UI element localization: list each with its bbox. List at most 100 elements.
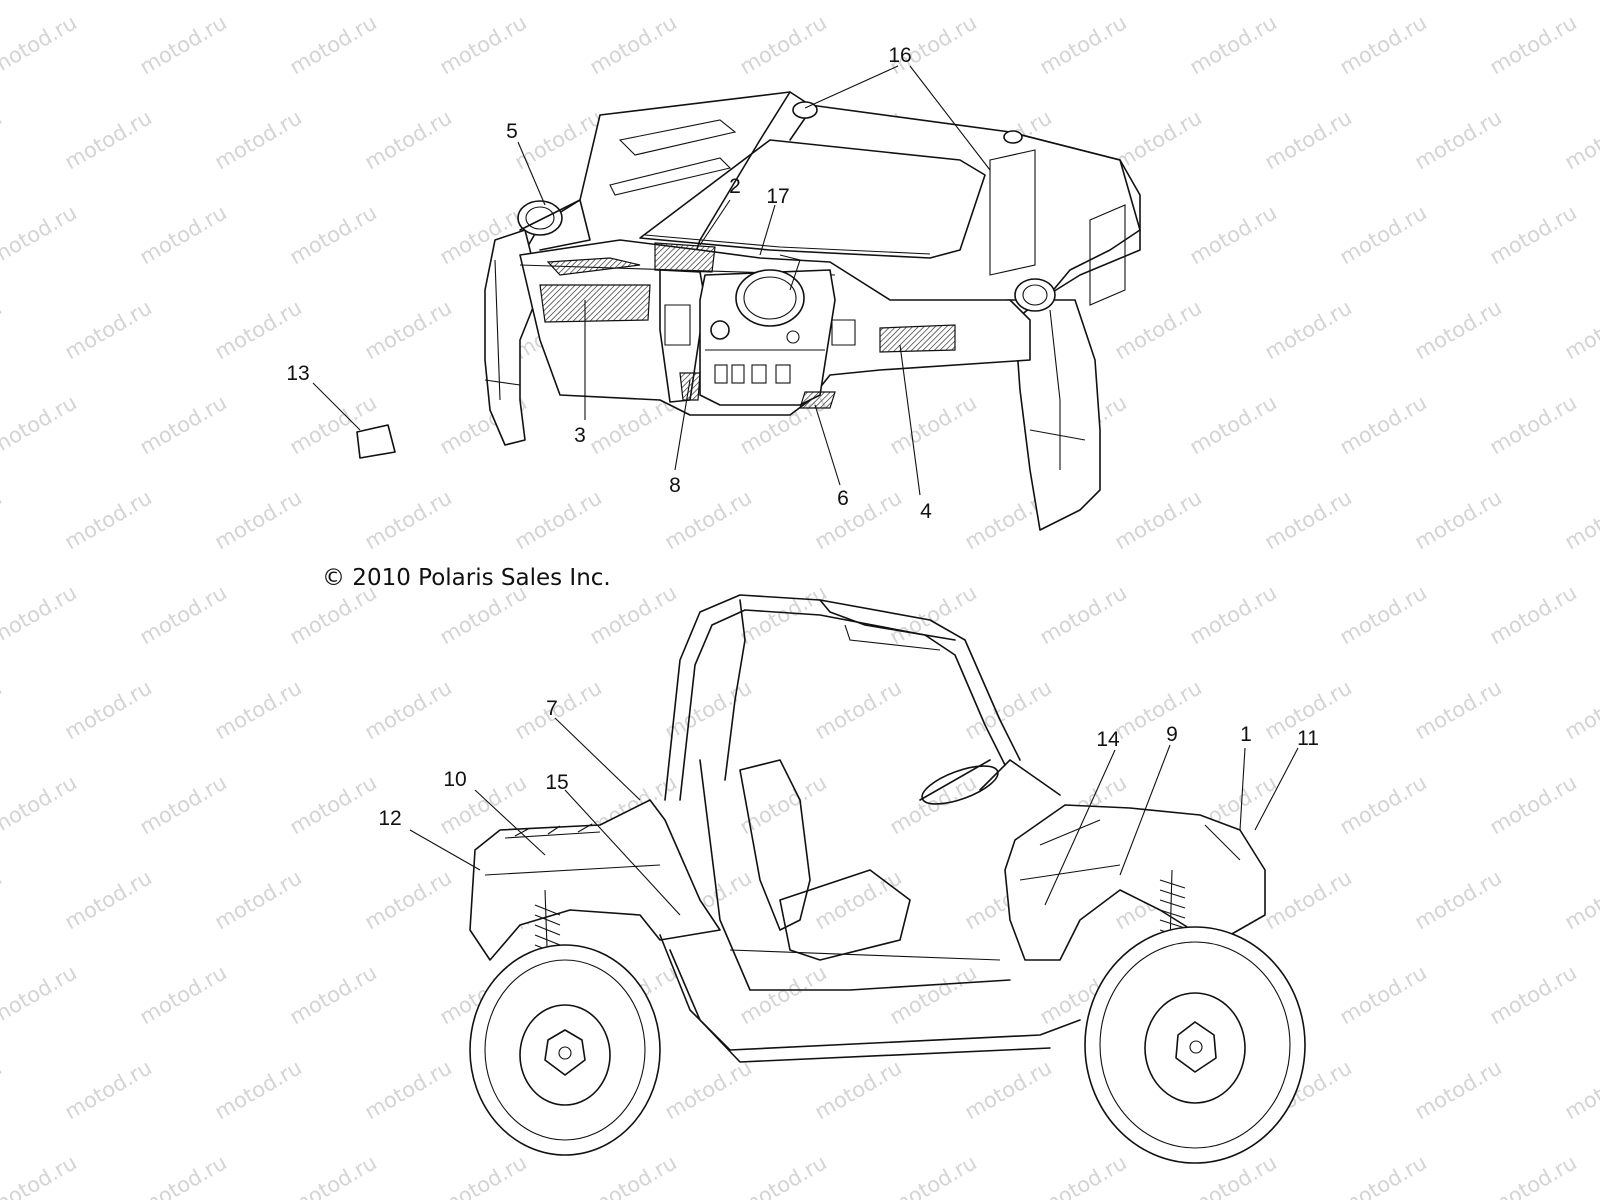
watermark-text: motod.ru (1261, 105, 1356, 174)
watermark-text: motod.ru (361, 105, 456, 174)
watermark-text: motod.ru (1411, 1055, 1506, 1124)
watermark-text: motod.ru (361, 485, 456, 554)
watermark-text: motod.ru (136, 770, 231, 839)
watermark-text: motod.ru (0, 675, 6, 744)
watermark-text: motod.ru (811, 675, 906, 744)
watermark-text: motod.ru (1336, 390, 1431, 459)
watermark-text: motod.ru (1186, 390, 1281, 459)
watermark-text: motod.ru (736, 770, 831, 839)
watermark-text: motod.ru (286, 10, 381, 79)
watermark-text: motod.ru (0, 390, 81, 459)
watermark-text: motod.ru (1561, 865, 1600, 934)
watermark-text: motod.ru (0, 580, 81, 649)
leader-lines (312, 65, 1299, 916)
watermark-text: motod.ru (211, 865, 306, 934)
watermark-text: motod.ru (961, 675, 1056, 744)
watermark-text: motod.ru (0, 865, 6, 934)
watermark-text: motod.ru (1486, 1150, 1581, 1200)
watermark-text: motod.ru (661, 1055, 756, 1124)
watermark-text: motod.ru (436, 1150, 531, 1200)
watermark-text: motod.ru (1486, 580, 1581, 649)
watermark-text: motod.ru (136, 390, 231, 459)
watermark-text: motod.ru (136, 200, 231, 269)
callout-8: 8 (669, 474, 681, 497)
watermark-text: motod.ru (211, 1055, 306, 1124)
watermark-text: motod.ru (286, 1150, 381, 1200)
watermark-text: motod.ru (1186, 10, 1281, 79)
watermark-text: motod.ru (0, 1055, 6, 1124)
callout-labels: 16 5 2 17 13 3 8 6 4 7 14 9 1 11 10 15 1… (286, 44, 1319, 830)
watermark-text: motod.ru (1336, 770, 1431, 839)
watermark-text: motod.ru (0, 485, 6, 554)
watermark-text: motod.ru (1336, 580, 1431, 649)
watermark-text: motod.ru (1486, 390, 1581, 459)
watermark-text: motod.ru (1561, 295, 1600, 364)
watermark-text: motod.ru (1411, 105, 1506, 174)
watermark-text: motod.ru (1411, 865, 1506, 934)
watermark-text: motod.ru (886, 1150, 981, 1200)
watermark-text: motod.ru (811, 1055, 906, 1124)
copyright-notice: © 2010 Polaris Sales Inc. (322, 565, 611, 591)
watermark-text: motod.ru (61, 675, 156, 744)
watermark-text: motod.ru (286, 200, 381, 269)
watermark-text: motod.ru (1036, 10, 1131, 79)
callout-12: 12 (378, 807, 401, 830)
watermark-text: motod.ru (1261, 485, 1356, 554)
watermark-text: motod.ru (211, 675, 306, 744)
watermark-text: motod.ru (1561, 1055, 1600, 1124)
watermark-text: motod.ru (211, 295, 306, 364)
dashboard-assembly (356, 91, 1141, 531)
watermark-text: motod.ru (886, 390, 981, 459)
watermark-text: motod.ru (1411, 485, 1506, 554)
callout-10: 10 (443, 768, 466, 791)
watermark-text: motod.ru (1186, 580, 1281, 649)
watermark-text: motod.ru (1486, 10, 1581, 79)
callout-4: 4 (920, 500, 932, 523)
watermark-text: motod.ru (0, 105, 6, 174)
watermark-text: motod.ru (0, 295, 6, 364)
watermark-text: motod.ru (811, 865, 906, 934)
watermark-text: motod.ru (736, 10, 831, 79)
watermark-text: motod.ru (811, 485, 906, 554)
watermark-text: motod.ru (0, 200, 81, 269)
watermark-text: motod.ru (1486, 200, 1581, 269)
watermark-text: motod.ru (1486, 960, 1581, 1029)
watermark-text: motod.ru (511, 485, 606, 554)
watermark-text: motod.ru (1336, 960, 1431, 1029)
watermark-text: motod.ru (1111, 295, 1206, 364)
callout-1: 1 (1240, 723, 1252, 746)
watermark-text: motod.ru (61, 105, 156, 174)
watermark-text: motod.ru (0, 1150, 81, 1200)
watermark-text: motod.ru (961, 1055, 1056, 1124)
watermark-text: motod.ru (586, 1150, 681, 1200)
watermark-text: motod.ru (1111, 105, 1206, 174)
watermark-text: motod.ru (511, 675, 606, 744)
callout-3: 3 (574, 424, 586, 447)
watermark-text: motod.ru (211, 105, 306, 174)
watermark-text: motod.ru (886, 770, 981, 839)
watermark-text: motod.ru (0, 960, 81, 1029)
watermark-text: motod.ru (136, 1150, 231, 1200)
callout-2: 2 (729, 175, 741, 198)
watermark-text: motod.ru (286, 960, 381, 1029)
watermark-text: motod.ru (1336, 1150, 1431, 1200)
watermark-text: motod.ru (136, 960, 231, 1029)
watermark-text: motod.ru (1336, 200, 1431, 269)
watermark-text: motod.ru (361, 295, 456, 364)
watermark-text: motod.ru (1561, 675, 1600, 744)
watermark-text: motod.ru (1261, 865, 1356, 934)
watermark-text: motod.ru (586, 10, 681, 79)
watermark-text: motod.ru (886, 960, 981, 1029)
callout-7: 7 (546, 697, 558, 720)
watermark-text: motod.ru (0, 770, 81, 839)
vehicle-side-view (469, 594, 1306, 1164)
watermark-text: motod.ru (61, 485, 156, 554)
watermark-text: motod.ru (1411, 295, 1506, 364)
watermark-text: motod.ru (1186, 200, 1281, 269)
callout-16: 16 (888, 44, 911, 67)
watermark-text: motod.ru (1261, 295, 1356, 364)
callout-11: 11 (1297, 727, 1319, 750)
watermark-text: motod.ru (1486, 770, 1581, 839)
callout-15: 15 (545, 771, 568, 794)
